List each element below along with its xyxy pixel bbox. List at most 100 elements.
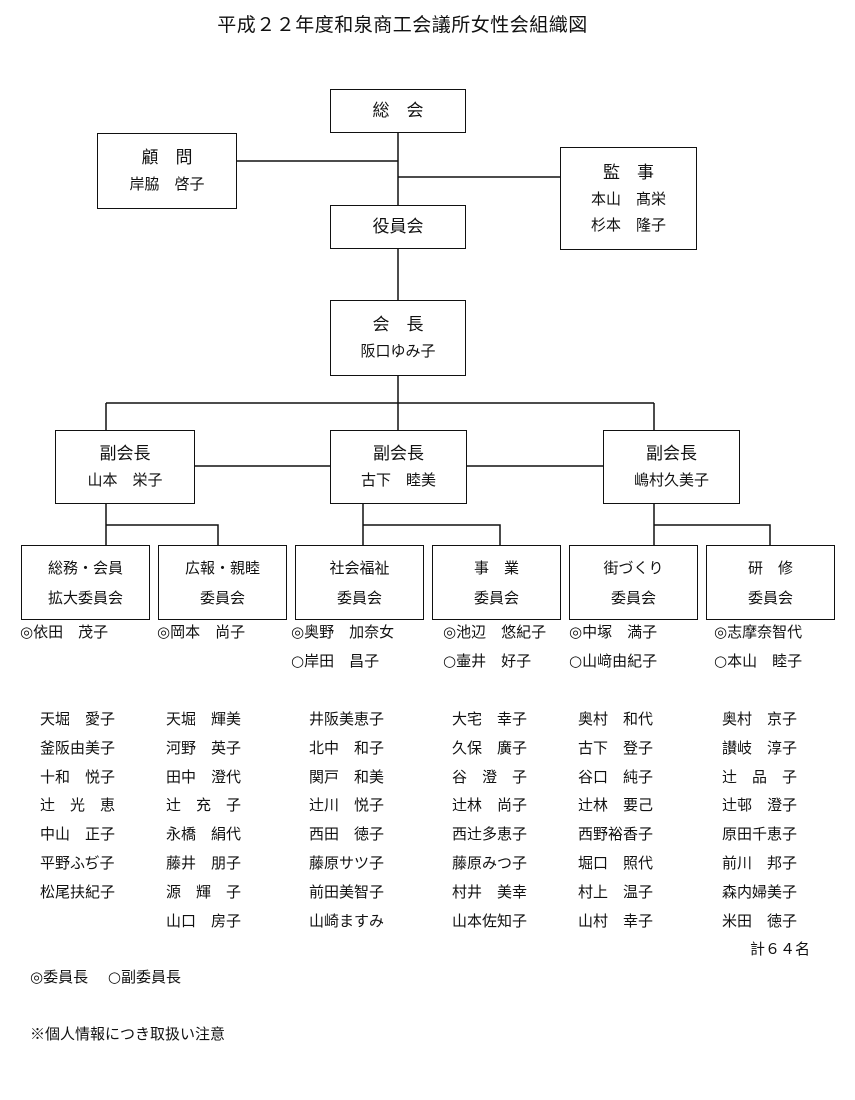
- general-assembly-label: 総 会: [372, 101, 424, 121]
- member-column: 天堀 輝美 河野 英子 田中 澄代 辻 充 子 永橋 絹代 藤井 朋子 源 輝 …: [166, 709, 241, 939]
- committee-box: 社会福祉 委員会: [295, 545, 424, 620]
- member-column: 奥村 和代 古下 登子 谷口 純子 辻林 要己 西野裕香子 堀口 照代 村上 温…: [578, 709, 653, 939]
- member-column: 井阪美恵子 北中 和子 関戸 和美 辻川 悦子 西田 徳子 藤原サツ子 前田美智…: [309, 709, 384, 939]
- auditor-box: 監 事 本山 髙栄 杉本 隆子: [560, 147, 697, 250]
- president-name: 阪口ゆみ子: [360, 342, 436, 360]
- member-name: 松尾扶紀子: [40, 882, 116, 901]
- committee-name-line1: 社会福祉: [329, 558, 390, 577]
- member-name: 天堀 愛子: [40, 710, 116, 728]
- vice-president-title: 副会長: [99, 444, 151, 464]
- member-name: 西辻多恵子: [452, 825, 528, 844]
- committee-name-line2: 委員会: [747, 588, 793, 607]
- board-label: 役員会: [372, 217, 424, 237]
- member-name: 天堀 輝美: [166, 710, 242, 728]
- member-name: 村井 美幸: [452, 882, 528, 901]
- page-title: 平成２２年度和泉商工会議所女性会組織図: [217, 14, 588, 36]
- member-name: 谷口 純子: [578, 767, 654, 786]
- member-total: 計６４名: [750, 940, 811, 958]
- member-name: 永橋 絹代: [166, 825, 242, 844]
- committee-box: 事 業 委員会: [432, 545, 561, 620]
- vice-president-name: 嶋村久美子: [633, 471, 709, 489]
- committee-name-line2: 委員会: [199, 588, 245, 607]
- member-name: 山崎ますみ: [309, 911, 385, 930]
- member-name: 北中 和子: [309, 738, 385, 757]
- member-name: 原田千恵子: [722, 825, 798, 844]
- general-assembly-box: 総 会: [330, 89, 466, 133]
- committee-box: 総務・会員 拡大委員会: [21, 545, 150, 620]
- member-name: 山本佐知子: [452, 911, 528, 930]
- vice-president-box: 副会長 山本 栄子: [55, 430, 195, 504]
- member-name: 中山 正子: [40, 825, 116, 844]
- committee-name-line2: 委員会: [336, 588, 382, 607]
- committee-name-line1: 事 業: [473, 558, 519, 577]
- member-name: 釜阪由美子: [40, 738, 116, 757]
- vice-president-name: 山本 栄子: [87, 471, 163, 489]
- committee-chair: ◎志摩奈智代: [714, 623, 803, 641]
- member-name: 奥村 京子: [722, 710, 798, 728]
- member-name: 奥村 和代: [578, 710, 654, 728]
- committee-box: 広報・親睦 委員会: [158, 545, 287, 620]
- committee-chair: ◎奥野 加奈女: [291, 623, 395, 641]
- member-name: 前田美智子: [309, 882, 385, 901]
- member-name: 辻林 尚子: [452, 796, 528, 815]
- line-vp1-c2: [106, 524, 219, 545]
- confidentiality-note: ※個人情報につき取扱い注意: [30, 1025, 226, 1043]
- vice-president-title: 副会長: [646, 444, 697, 464]
- auditor-name: 杉本 隆子: [590, 215, 666, 234]
- member-name: 藤井 朋子: [166, 853, 242, 872]
- member-name: 谷 澄 子: [452, 767, 528, 786]
- committee-vice-chair: ○壷井 好子: [443, 652, 532, 670]
- committee-vice-chair: ○本山 睦子: [714, 652, 803, 670]
- president-box: 会 長 阪口ゆみ子: [330, 300, 466, 376]
- member-column: 大宅 幸子 久保 廣子 谷 澄 子 辻林 尚子 西辻多恵子 藤原みつ子 村井 美…: [452, 709, 527, 939]
- advisor-box: 顧 問 岸脇 啓子: [97, 133, 237, 209]
- committee-vice-chair: ○岸田 昌子: [291, 652, 380, 670]
- committee-name-line1: 広報・親睦: [184, 558, 260, 577]
- member-name: 平野ふぢ子: [40, 853, 115, 872]
- member-name: 辻 品 子: [722, 767, 798, 786]
- member-name: 関戸 和美: [309, 767, 385, 786]
- vice-president-name: 古下 睦美: [360, 471, 436, 489]
- member-name: 山村 幸子: [578, 911, 654, 930]
- member-name: 十和 悦子: [40, 767, 116, 786]
- committee-name-line1: 研 修: [747, 558, 793, 577]
- vice-president-box: 副会長 古下 睦美: [330, 430, 467, 504]
- line-vp3-c6: [654, 524, 771, 545]
- member-name: 辻川 悦子: [309, 796, 385, 815]
- member-name: 井阪美恵子: [309, 710, 385, 728]
- member-name: 久保 廣子: [452, 738, 528, 757]
- line-vp2-c4: [363, 524, 501, 545]
- committee-name-line1: 総務・会員: [47, 558, 123, 577]
- member-name: 藤原サツ子: [309, 853, 385, 872]
- committee-name-line2: 拡大委員会: [47, 588, 123, 607]
- committee-name-line2: 委員会: [610, 588, 656, 607]
- member-name: 辻林 要己: [578, 796, 654, 815]
- member-name: 讃岐 淳子: [722, 738, 798, 757]
- member-name: 森内婦美子: [722, 882, 798, 901]
- committee-box: 街づくり 委員会: [569, 545, 698, 620]
- member-name: 前川 邦子: [722, 853, 798, 872]
- member-name: 大宅 幸子: [452, 710, 528, 728]
- committee-chair: ◎依田 茂子: [20, 623, 109, 641]
- advisor-title: 顧 問: [141, 148, 193, 168]
- auditor-title: 監 事: [603, 162, 654, 183]
- member-name: 辻邨 澄子: [722, 796, 798, 815]
- auditor-name: 本山 髙栄: [590, 189, 666, 208]
- legend: ◎委員長 ○副委員長: [30, 968, 181, 986]
- member-name: 米田 徳子: [722, 911, 798, 930]
- member-column: 天堀 愛子 釜阪由美子 十和 悦子 辻 光 恵 中山 正子 平野ふぢ子 松尾扶紀…: [40, 709, 115, 911]
- president-title: 会 長: [372, 315, 424, 335]
- member-name: 古下 登子: [578, 738, 654, 757]
- member-name: 辻 光 恵: [40, 796, 116, 815]
- member-name: 堀口 照代: [578, 853, 654, 872]
- member-name: 辻 充 子: [166, 796, 242, 815]
- board-box: 役員会: [330, 205, 466, 249]
- member-column: 奥村 京子 讃岐 淳子 辻 品 子 辻邨 澄子 原田千恵子 前川 邦子 森内婦美…: [722, 709, 797, 939]
- vice-president-title: 副会長: [373, 444, 424, 464]
- committee-chair: ◎中塚 満子: [569, 623, 658, 641]
- advisor-name: 岸脇 啓子: [129, 175, 205, 193]
- member-name: 藤原みつ子: [452, 853, 528, 872]
- member-name: 西田 徳子: [309, 825, 385, 844]
- member-name: 河野 英子: [166, 738, 242, 757]
